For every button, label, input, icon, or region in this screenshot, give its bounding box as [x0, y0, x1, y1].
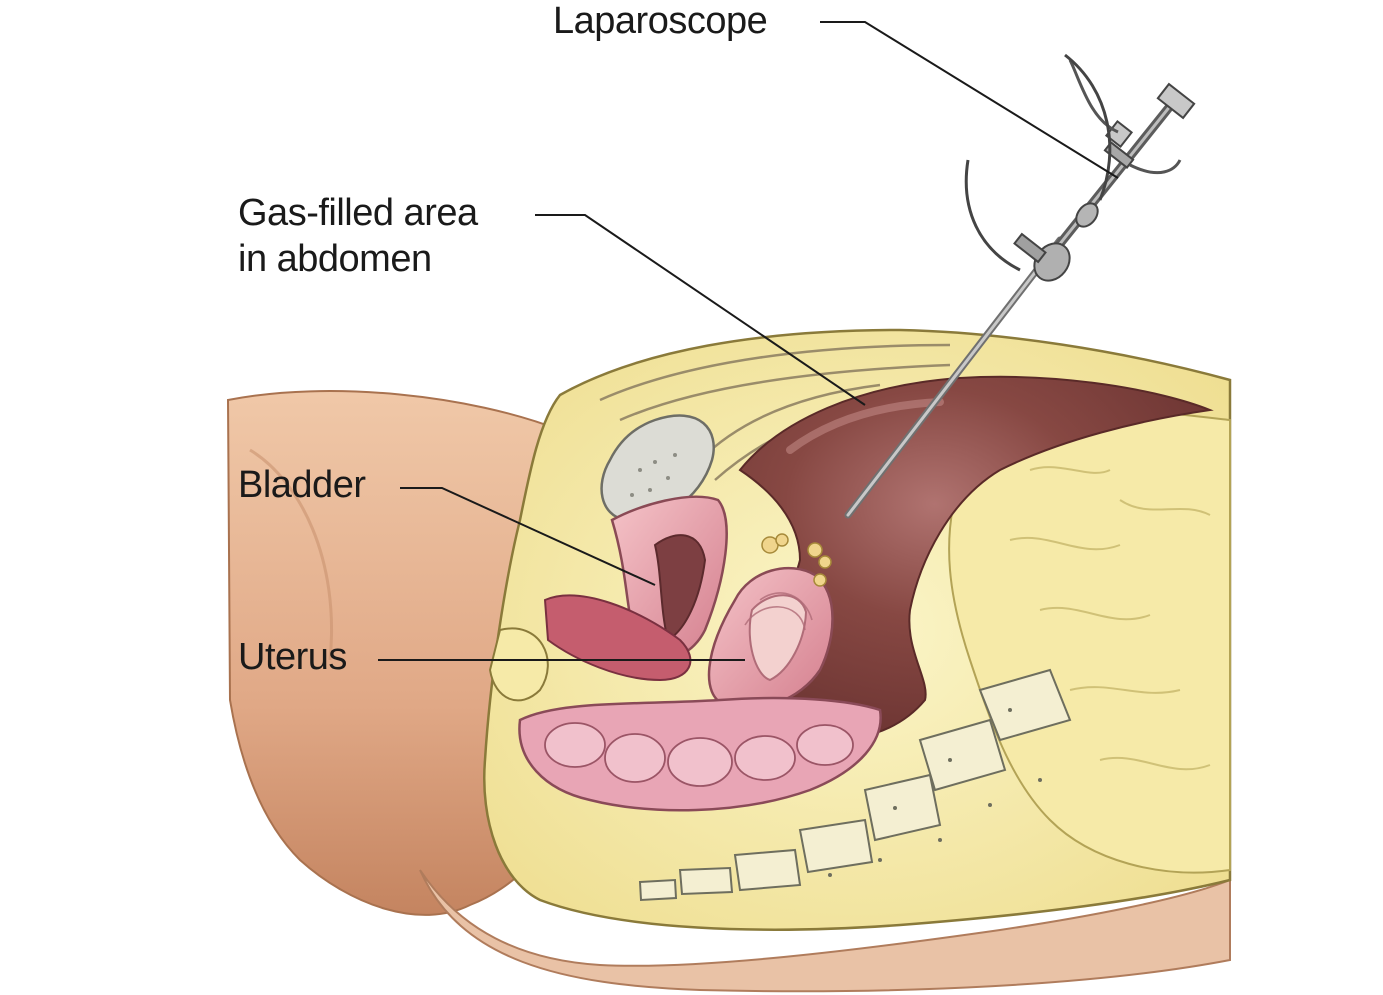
vaginal-region — [488, 594, 692, 702]
sacral-nerve-dots — [828, 708, 1042, 877]
gas-filled-area-label: Gas-filled area in abdomen — [238, 190, 478, 282]
gas-area-leader-line — [535, 214, 866, 406]
laparoscope-label: Laparoscope — [553, 0, 768, 42]
gas-filled-area-label-line1: Gas-filled area — [238, 192, 478, 234]
bladder-leader-line — [400, 487, 656, 586]
rectum — [518, 696, 882, 812]
bladder-label: Bladder — [238, 464, 366, 506]
gas-filled-area-label-line2: in abdomen — [238, 238, 432, 280]
leader-lines — [378, 21, 1119, 661]
uterus — [707, 533, 834, 710]
laparoscope-instrument — [844, 59, 1196, 519]
sacrum — [638, 668, 1072, 902]
uterus-label: Uterus — [238, 636, 347, 678]
laparoscope-leader-line — [820, 21, 1119, 179]
surgeon-arcs — [964, 53, 1112, 272]
